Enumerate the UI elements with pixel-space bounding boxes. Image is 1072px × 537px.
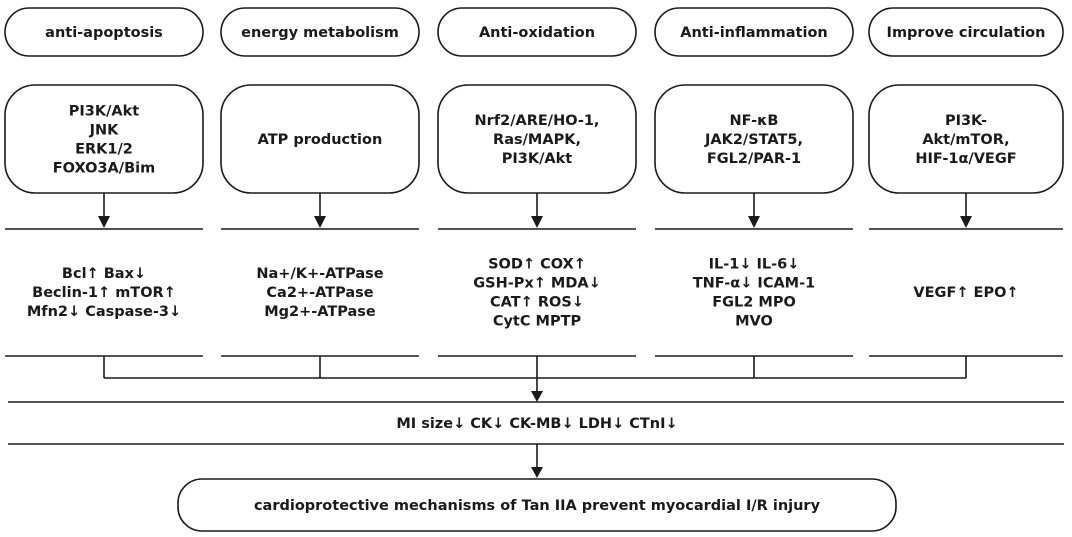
pathway-line: PI3K/Akt: [502, 151, 573, 167]
column-arrow-icon: [960, 216, 972, 228]
pathway-line: JAK2/STAT5,: [704, 132, 803, 148]
indicators-arrow-icon: [531, 391, 543, 402]
marker-line: Mg2+-ATPase: [264, 304, 376, 320]
category-label: anti-apoptosis: [45, 25, 163, 41]
category-label: energy metabolism: [241, 25, 399, 41]
category-box: [220, 7, 420, 57]
pathway-line: PI3K/Akt: [69, 104, 140, 120]
pathway-line: Nrf2/ARE/HO-1,: [475, 113, 600, 129]
category-label: Anti-oxidation: [479, 25, 595, 41]
columns-layer: anti-apoptosisPI3K/AktJNKERK1/2FOXO3A/Bi…: [4, 7, 1064, 357]
category-box: [437, 7, 637, 57]
pathway-line: FOXO3A/Bim: [53, 161, 155, 177]
indicators-band: MI size↓ CK↓ CK-MB↓ LDH↓ CTnI↓: [8, 391, 1064, 445]
marker-line: Na+/K+-ATPase: [256, 266, 383, 282]
category-box: [868, 7, 1064, 57]
pathway-box: [4, 84, 204, 194]
marker-line: IL-1↓ IL-6↓: [709, 257, 800, 273]
pathway-line: Ras/MAPK,: [493, 132, 581, 148]
pathway-line: FGL2/PAR-1: [707, 151, 801, 167]
conclusion-text: cardioprotective mechanisms of Tan IIA p…: [254, 498, 821, 514]
column-arrow-icon: [531, 216, 543, 228]
merge-connector: [103, 356, 967, 392]
marker-line: VEGF↑ EPO↑: [913, 285, 1018, 301]
conclusion-group: cardioprotective mechanisms of Tan IIA p…: [177, 444, 897, 532]
pathway-line: Akt/mTOR,: [922, 132, 1009, 148]
category-label: Improve circulation: [887, 25, 1046, 41]
pathway-line: ATP production: [258, 132, 383, 148]
indicators-text: MI size↓ CK↓ CK-MB↓ LDH↓ CTnI↓: [396, 416, 677, 432]
pathway-line: HIF-1α/VEGF: [915, 151, 1016, 167]
conclusion-arrow-icon: [531, 467, 543, 478]
marker-line: FGL2 MPO: [712, 295, 796, 311]
merge-line: [103, 356, 967, 392]
pathway-line: NF-κB: [730, 113, 779, 129]
marker-line: CytC MPTP: [493, 314, 582, 330]
column-arrow-icon: [314, 216, 326, 228]
column-arrow-icon: [748, 216, 760, 228]
conclusion-box: [177, 478, 897, 532]
marker-line: GSH-Px↑ MDA↓: [473, 276, 601, 292]
marker-line: Beclin-1↑ mTOR↑: [32, 285, 176, 301]
marker-line: SOD↑ COX↑: [488, 257, 586, 273]
marker-line: Bcl↑ Bax↓: [62, 266, 146, 282]
column-arrow-icon: [98, 216, 110, 228]
marker-line: TNF-α↓ ICAM-1: [693, 276, 815, 292]
marker-line: CAT↑ ROS↓: [490, 295, 584, 311]
category-box: [654, 7, 854, 57]
marker-line: Ca2+-ATPase: [266, 285, 373, 301]
pathway-line: PI3K-: [945, 113, 987, 129]
pathway-line: ERK1/2: [75, 142, 133, 158]
pathway-line: JNK: [89, 123, 120, 139]
category-label: Anti-inflammation: [680, 25, 827, 41]
category-box: [4, 7, 204, 57]
marker-line: Mfn2↓ Caspase-3↓: [27, 304, 181, 320]
marker-line: MVO: [735, 314, 773, 330]
